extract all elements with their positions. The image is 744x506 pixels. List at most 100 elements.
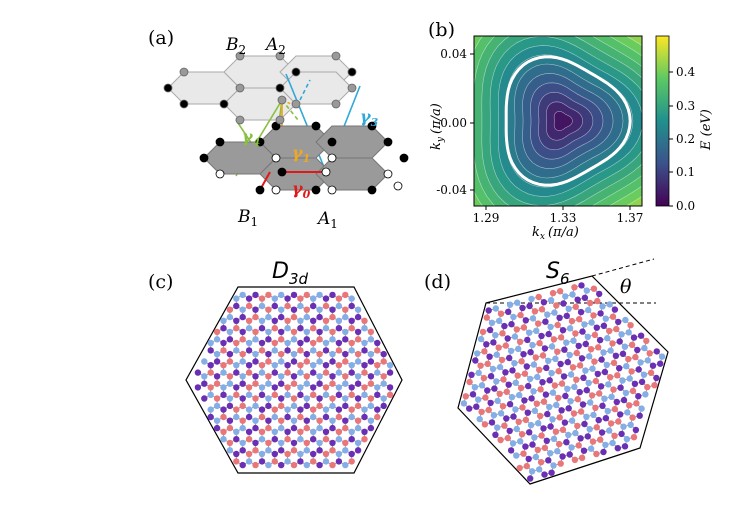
atom (310, 347, 317, 354)
atom (226, 313, 234, 321)
atom (252, 402, 259, 410)
atom (303, 447, 310, 454)
atom (485, 406, 492, 414)
atom (348, 384, 355, 391)
atom (354, 402, 362, 410)
atom (587, 445, 595, 452)
atom (658, 353, 666, 360)
atom (290, 328, 298, 336)
atom (606, 327, 613, 335)
atom (545, 330, 552, 338)
panel-a-label: (a) (148, 27, 174, 49)
atom (213, 380, 221, 387)
atom (265, 291, 272, 299)
atom (583, 387, 590, 394)
b-ticks (470, 53, 631, 210)
atom (531, 434, 538, 441)
atom (462, 393, 469, 400)
atom (278, 461, 285, 469)
site-label-a2: A2 (264, 35, 286, 57)
atom (527, 475, 534, 482)
atom (560, 300, 567, 307)
atom (504, 335, 511, 342)
atom (335, 295, 343, 302)
atom (297, 384, 304, 391)
atom (213, 395, 221, 402)
atom (297, 295, 304, 302)
atom (526, 429, 533, 436)
atom (310, 325, 317, 332)
atom (252, 358, 259, 365)
atom (284, 384, 291, 391)
atom (536, 366, 543, 373)
atom (361, 413, 368, 421)
atom (258, 450, 266, 458)
atom (354, 395, 362, 402)
atom (335, 428, 343, 435)
atom (598, 429, 606, 436)
atom (239, 395, 246, 402)
atom (478, 382, 486, 389)
atom (557, 460, 564, 467)
atom (515, 418, 522, 425)
atom (526, 375, 534, 383)
atom (329, 380, 336, 387)
atom (621, 443, 629, 450)
atom (590, 312, 597, 319)
atom (329, 336, 336, 343)
theta-label: θ (620, 276, 632, 298)
atom (505, 308, 512, 315)
atom (245, 325, 253, 332)
atom (550, 462, 557, 469)
atom (609, 439, 616, 447)
atom (640, 371, 648, 378)
atom (297, 450, 304, 458)
atom (284, 458, 291, 465)
atom (342, 447, 349, 454)
atom (303, 402, 310, 410)
atom (505, 381, 512, 388)
atom (316, 380, 323, 387)
atom (233, 317, 240, 324)
atom (245, 339, 253, 347)
atom (600, 448, 607, 456)
atom (271, 369, 278, 376)
gamma3-label: γ3 (360, 107, 379, 129)
atom (278, 402, 285, 410)
atom (278, 447, 285, 454)
atom (641, 344, 648, 352)
atom (597, 310, 604, 317)
atom (485, 307, 492, 314)
atom (322, 384, 330, 391)
atom (348, 317, 355, 324)
atom (595, 416, 602, 424)
atom (559, 327, 567, 334)
atom (367, 417, 375, 424)
atom (329, 447, 336, 454)
atom (220, 391, 227, 398)
atom (607, 374, 614, 381)
atom (561, 346, 568, 353)
atom (239, 336, 246, 343)
atom (213, 328, 221, 336)
atom (265, 358, 272, 365)
panel-d-label: (d) (424, 271, 451, 293)
atom (610, 386, 617, 393)
atom (528, 295, 535, 303)
atom (245, 428, 253, 435)
atom (602, 415, 610, 422)
atom (265, 395, 272, 402)
atom (539, 379, 546, 386)
atom (522, 443, 529, 450)
atom (653, 348, 660, 355)
atom (271, 317, 278, 324)
gamma4-label: γ4 (242, 127, 260, 149)
atom (543, 364, 550, 372)
atom (374, 347, 381, 354)
atom (517, 384, 525, 392)
atom (532, 354, 539, 361)
atom (642, 391, 649, 398)
atom (540, 425, 547, 432)
atom (552, 355, 559, 362)
atom (541, 444, 549, 452)
